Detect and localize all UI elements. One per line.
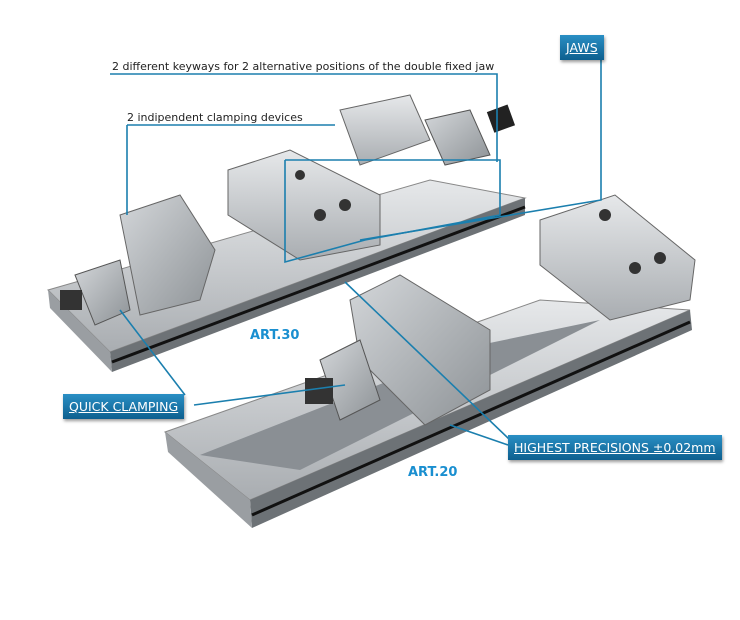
highest-precisions-tag[interactable]: HIGHEST PRECISIONS ±0,02mm	[508, 435, 722, 460]
keyways-annotation: 2 different keyways for 2 alternative po…	[112, 60, 495, 73]
art20-label: ART.20	[408, 465, 458, 480]
art30-vise	[47, 94, 527, 372]
jaws-tag[interactable]: JAWS	[560, 35, 604, 60]
art20-vise	[163, 194, 696, 528]
art30-label: ART.30	[250, 328, 300, 343]
callout-lines	[110, 60, 602, 446]
quick-clamping-tag[interactable]: QUICK CLAMPING	[63, 394, 185, 419]
clamping-devices-annotation: 2 indipendent clamping devices	[127, 111, 303, 124]
